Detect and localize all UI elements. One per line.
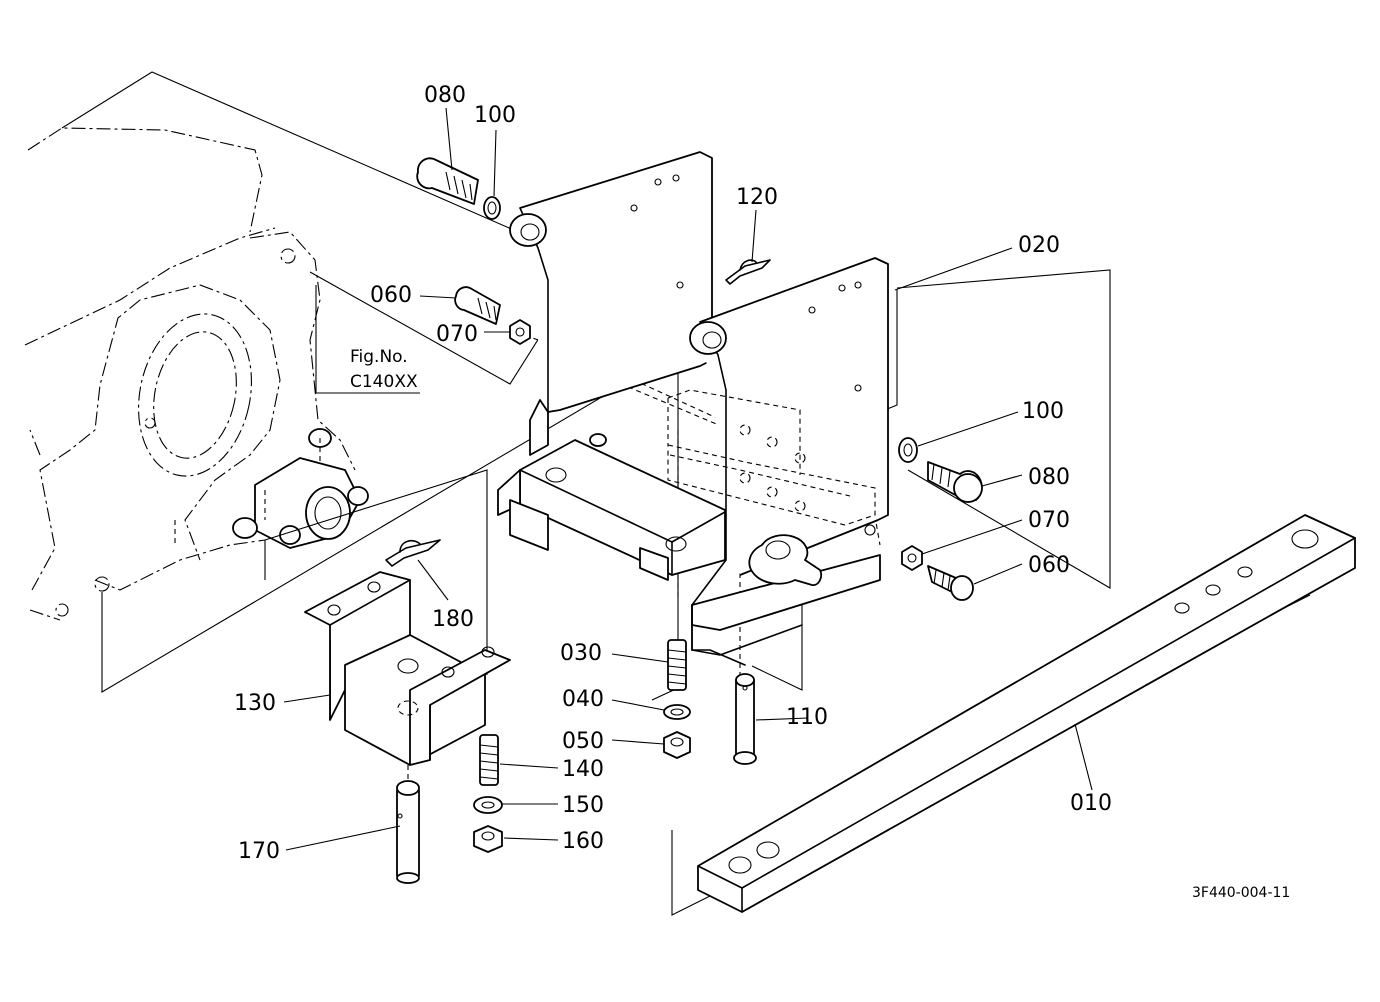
callout-010: 010 [1070,791,1112,816]
callout-020: 020 [1018,233,1060,258]
nut-070-right [901,545,923,571]
stud-030 [667,639,687,691]
reference-fig-label: Fig.No. [350,347,408,367]
pin-110 [733,673,757,765]
stud-140 [479,734,499,786]
washer-100-right [898,437,918,463]
callout-120: 120 [736,185,778,210]
callout-labels: 080 100 120 020 060 070 100 080 070 060 … [234,83,1112,864]
nut-160 [473,825,503,853]
callout-140: 140 [562,757,604,782]
nut-070-left [509,319,531,345]
diagram-code: 3F440-004-11 [1192,885,1290,901]
transmission-housing [24,127,369,621]
bolt-080-right [927,461,983,503]
clip-pin-180 [385,539,441,567]
callout-070-left: 070 [436,322,478,347]
bolt-060-left [454,286,501,325]
callout-080-left: 080 [424,83,466,108]
washer-150 [473,796,503,814]
callout-170: 170 [238,839,280,864]
callout-150: 150 [562,793,604,818]
callout-080-right: 080 [1028,465,1070,490]
bolt-080-left [416,157,479,205]
callout-030: 030 [560,641,602,666]
callout-040: 040 [562,687,604,712]
nut-050 [663,731,691,759]
bracket-assembly-020 [497,151,889,666]
drawbar-010 [697,514,1356,913]
figure-reference: Fig.No. C140XX [350,347,418,392]
stand-bracket-130 [304,571,511,766]
callout-110: 110 [786,705,828,730]
callout-060-left: 060 [370,283,412,308]
callout-100-left: 100 [474,103,516,128]
callout-060-right: 060 [1028,553,1070,578]
fasteners [385,157,983,884]
callout-100-right: 100 [1022,399,1064,424]
callout-160: 160 [562,829,604,854]
callout-180: 180 [432,607,474,632]
callout-130: 130 [234,691,276,716]
bolt-060-right [927,565,974,601]
pin-170 [396,780,420,884]
callout-050: 050 [562,729,604,754]
washer-040 [663,704,691,720]
reference-fig-number: C140XX [350,372,418,392]
clip-pin-120 [725,259,771,285]
callout-leaders [283,107,1093,851]
callout-070-right: 070 [1028,508,1070,533]
washer-100-left [483,196,501,220]
